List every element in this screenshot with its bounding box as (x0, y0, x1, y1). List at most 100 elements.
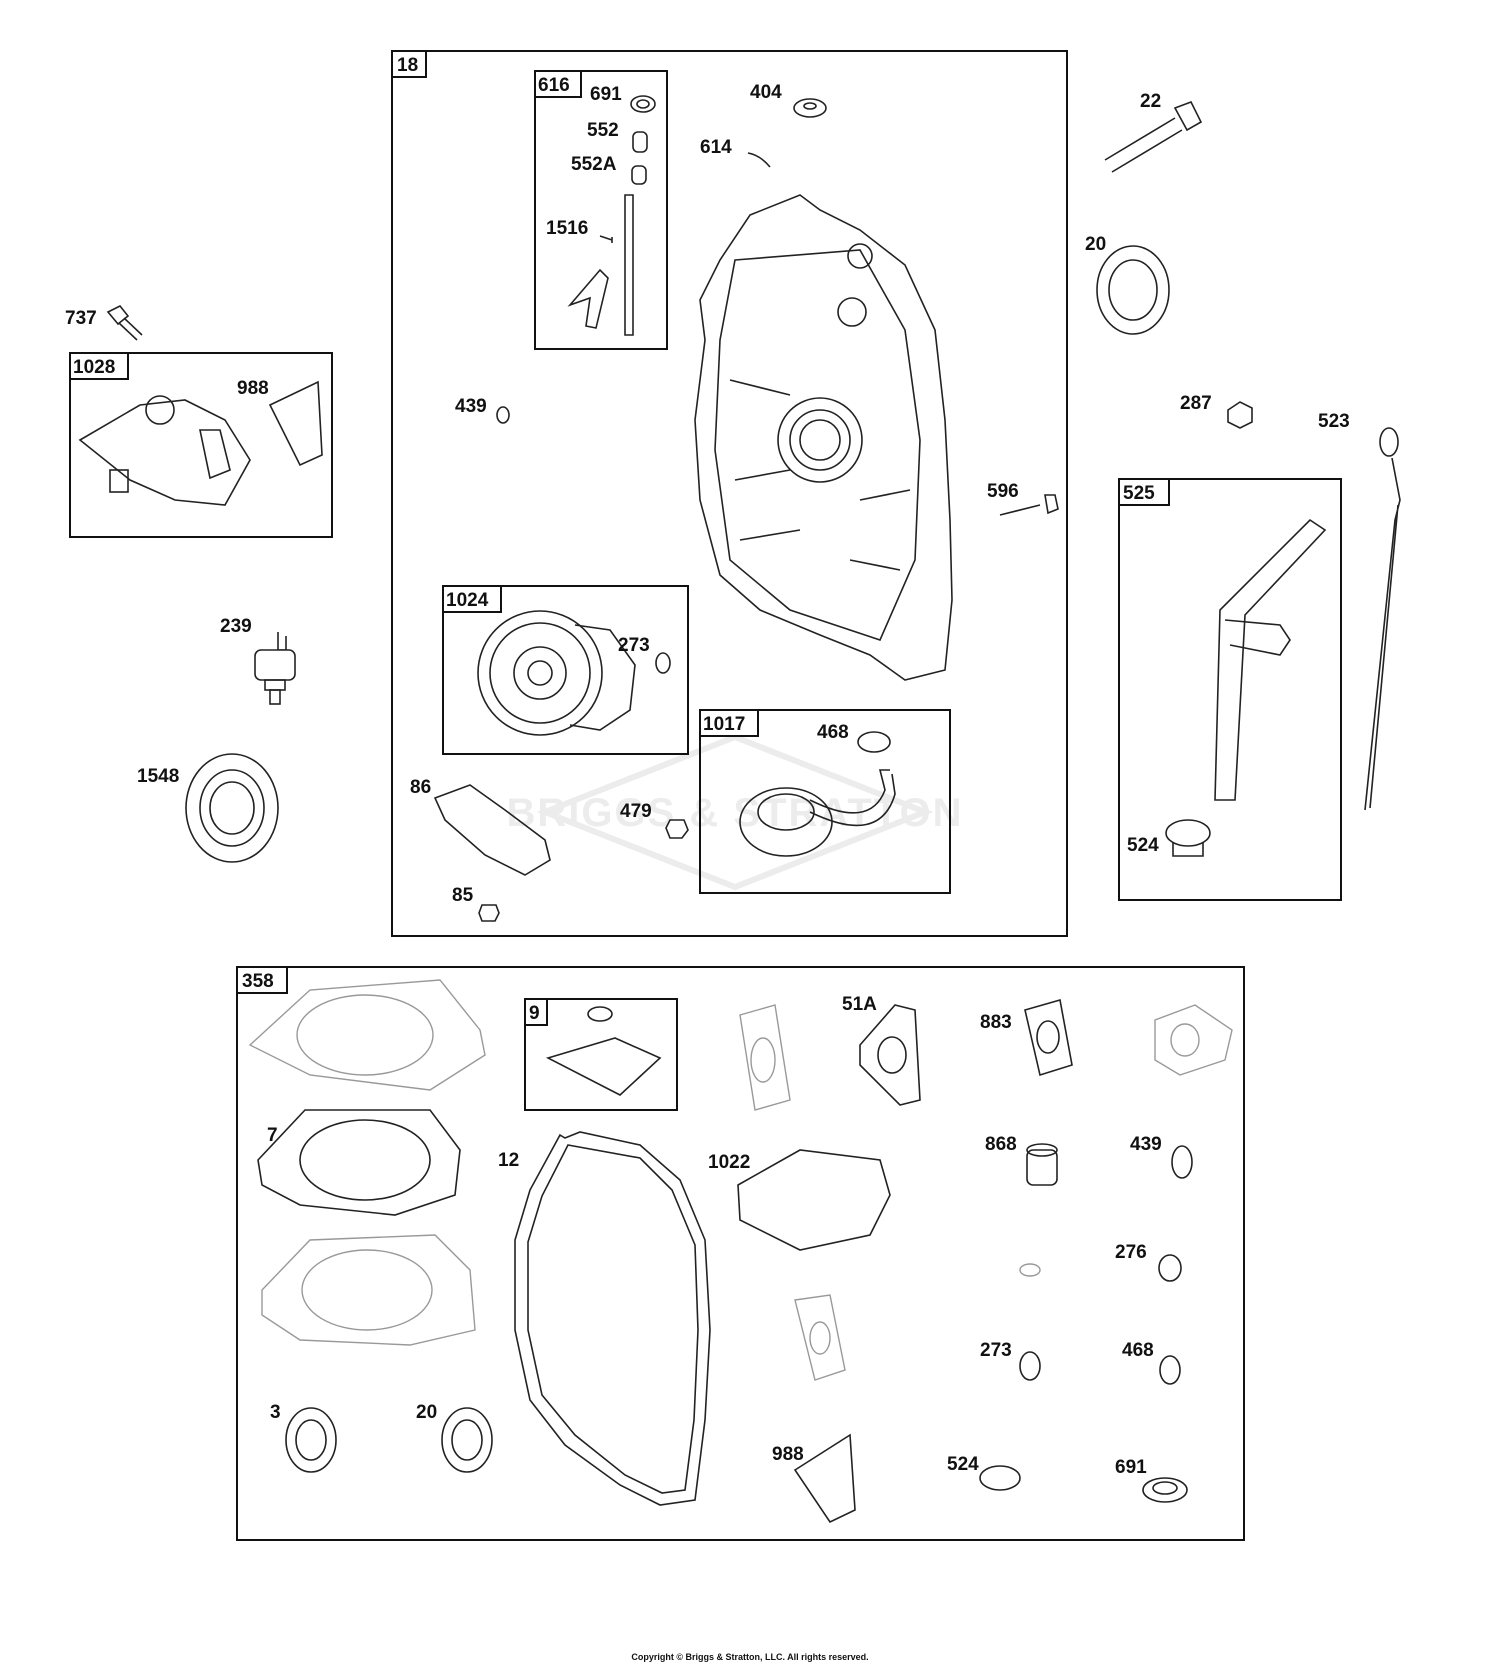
oring-468-shape (857, 731, 891, 753)
callout-468[interactable]: 468 (817, 722, 849, 743)
seal-20b-shape (441, 1407, 493, 1473)
callout-1516[interactable]: 1516 (546, 218, 588, 239)
callout-276[interactable]: 276 (1115, 1242, 1147, 1263)
callout-12[interactable]: 12 (498, 1150, 519, 1171)
group-box-1028 (69, 352, 333, 538)
callout-273b[interactable]: 273 (980, 1340, 1012, 1361)
seal-691-shape (630, 95, 656, 113)
gasket-ghost-mid (794, 1294, 846, 1381)
callout-523[interactable]: 523 (1318, 411, 1350, 432)
group-label-1024: 1024 (446, 590, 489, 611)
bolt-737-shape (106, 304, 130, 326)
pin-614-shape (747, 152, 771, 168)
callout-988[interactable]: 988 (237, 378, 269, 399)
callout-737[interactable]: 737 (65, 308, 97, 329)
filter-frame-shape (545, 1037, 662, 1096)
callout-7[interactable]: 7 (267, 1125, 278, 1146)
crankcase-gasket-12-shape (514, 1131, 711, 1506)
callout-439b[interactable]: 439 (1130, 1134, 1162, 1155)
copyright-notice: Copyright © Briggs & Stratton, LLC. All … (631, 1652, 869, 1662)
oring-468b-shape (1159, 1355, 1181, 1385)
callout-1548[interactable]: 1548 (137, 766, 179, 787)
group-box-18 (391, 50, 1068, 937)
group-box-616 (534, 70, 668, 350)
callout-20b[interactable]: 20 (416, 1402, 437, 1423)
callout-524[interactable]: 524 (1127, 835, 1159, 856)
callout-596[interactable]: 596 (987, 481, 1019, 502)
callout-691b[interactable]: 691 (1115, 1457, 1147, 1478)
group-label-9: 9 (529, 1003, 540, 1024)
seal-20-shape (1096, 245, 1170, 335)
group-box-1017 (699, 709, 951, 894)
callout-479[interactable]: 479 (620, 801, 652, 822)
group-label-358: 358 (242, 971, 274, 992)
group-tab-9 (524, 998, 548, 1026)
tube-bracket-shape (1224, 619, 1291, 656)
callout-868[interactable]: 868 (985, 1134, 1017, 1155)
callout-1022[interactable]: 1022 (708, 1152, 750, 1173)
bushing-552A-shape (631, 165, 647, 185)
oring-273b-shape (1019, 1351, 1041, 1381)
callout-468b[interactable]: 468 (1122, 1340, 1154, 1361)
group-box-358 (236, 966, 1245, 1541)
bolt-22-shape (1104, 100, 1203, 173)
callout-239[interactable]: 239 (220, 616, 252, 637)
callout-524b[interactable]: 524 (947, 1454, 979, 1475)
screw-1516-shape (599, 235, 613, 243)
callout-614[interactable]: 614 (700, 137, 732, 158)
group-tab-616 (534, 70, 582, 98)
callout-20[interactable]: 20 (1085, 234, 1106, 255)
callout-404[interactable]: 404 (750, 82, 782, 103)
group-label-616: 616 (538, 75, 570, 96)
group-tab-1024 (442, 585, 502, 613)
callout-86[interactable]: 86 (410, 777, 431, 798)
dipstick-tube-shape (1214, 518, 1327, 801)
seal-691b-shape (1142, 1477, 1188, 1503)
exhaust-gasket-ghost (1154, 1004, 1233, 1076)
gasket-988b-shape (793, 1433, 856, 1524)
bushing-552-shape (632, 131, 648, 153)
callout-22[interactable]: 22 (1140, 91, 1161, 112)
brand-watermark: BRIGGS & STRATTON (507, 733, 961, 891)
callout-439[interactable]: 439 (455, 396, 487, 417)
grommet-524b-shape (979, 1465, 1021, 1491)
group-label-1017: 1017 (703, 714, 745, 735)
gasket-86-shape (433, 784, 551, 876)
callout-273[interactable]: 273 (618, 635, 650, 656)
oil-pickup-shape (739, 769, 896, 857)
bolt-596-shape (999, 494, 1059, 516)
group-label-1028: 1028 (73, 357, 115, 378)
group-tab-1017 (699, 709, 759, 737)
gasket-988-shape (268, 380, 323, 467)
oring-273-shape (655, 652, 671, 674)
callout-51A[interactable]: 51A (842, 994, 877, 1015)
callout-988b[interactable]: 988 (772, 1444, 804, 1465)
gasket-1022-shape (737, 1149, 891, 1251)
bolt-85-shape (478, 904, 500, 922)
crankcase-cover-shape (694, 194, 953, 681)
seal-3-shape (285, 1407, 337, 1473)
callout-85[interactable]: 85 (452, 885, 474, 906)
oil-filter-adapter-shape (78, 395, 251, 506)
group-box-1024 (442, 585, 689, 755)
head-gasket-ghost-bottom (261, 1234, 476, 1346)
intake-gasket-ghost (739, 1004, 791, 1111)
washer-404-shape (793, 98, 827, 118)
callout-691[interactable]: 691 (590, 84, 622, 105)
group-box-9 (524, 998, 678, 1111)
group-box-525 (1118, 478, 1342, 901)
callout-883[interactable]: 883 (980, 1012, 1012, 1033)
group-tab-525 (1118, 478, 1170, 506)
washer-9-shape (587, 1006, 613, 1022)
gasket-51A-shape (859, 1004, 921, 1106)
callout-552[interactable]: 552 (587, 120, 619, 141)
group-label-525: 525 (1123, 483, 1155, 504)
head-gasket-7-shape (257, 1109, 461, 1216)
callout-287[interactable]: 287 (1180, 393, 1212, 414)
callout-3[interactable]: 3 (270, 1402, 281, 1423)
washer-ghost-shape (1019, 1263, 1041, 1277)
callout-552A[interactable]: 552A (571, 154, 617, 175)
plug-479-shape (665, 819, 689, 839)
